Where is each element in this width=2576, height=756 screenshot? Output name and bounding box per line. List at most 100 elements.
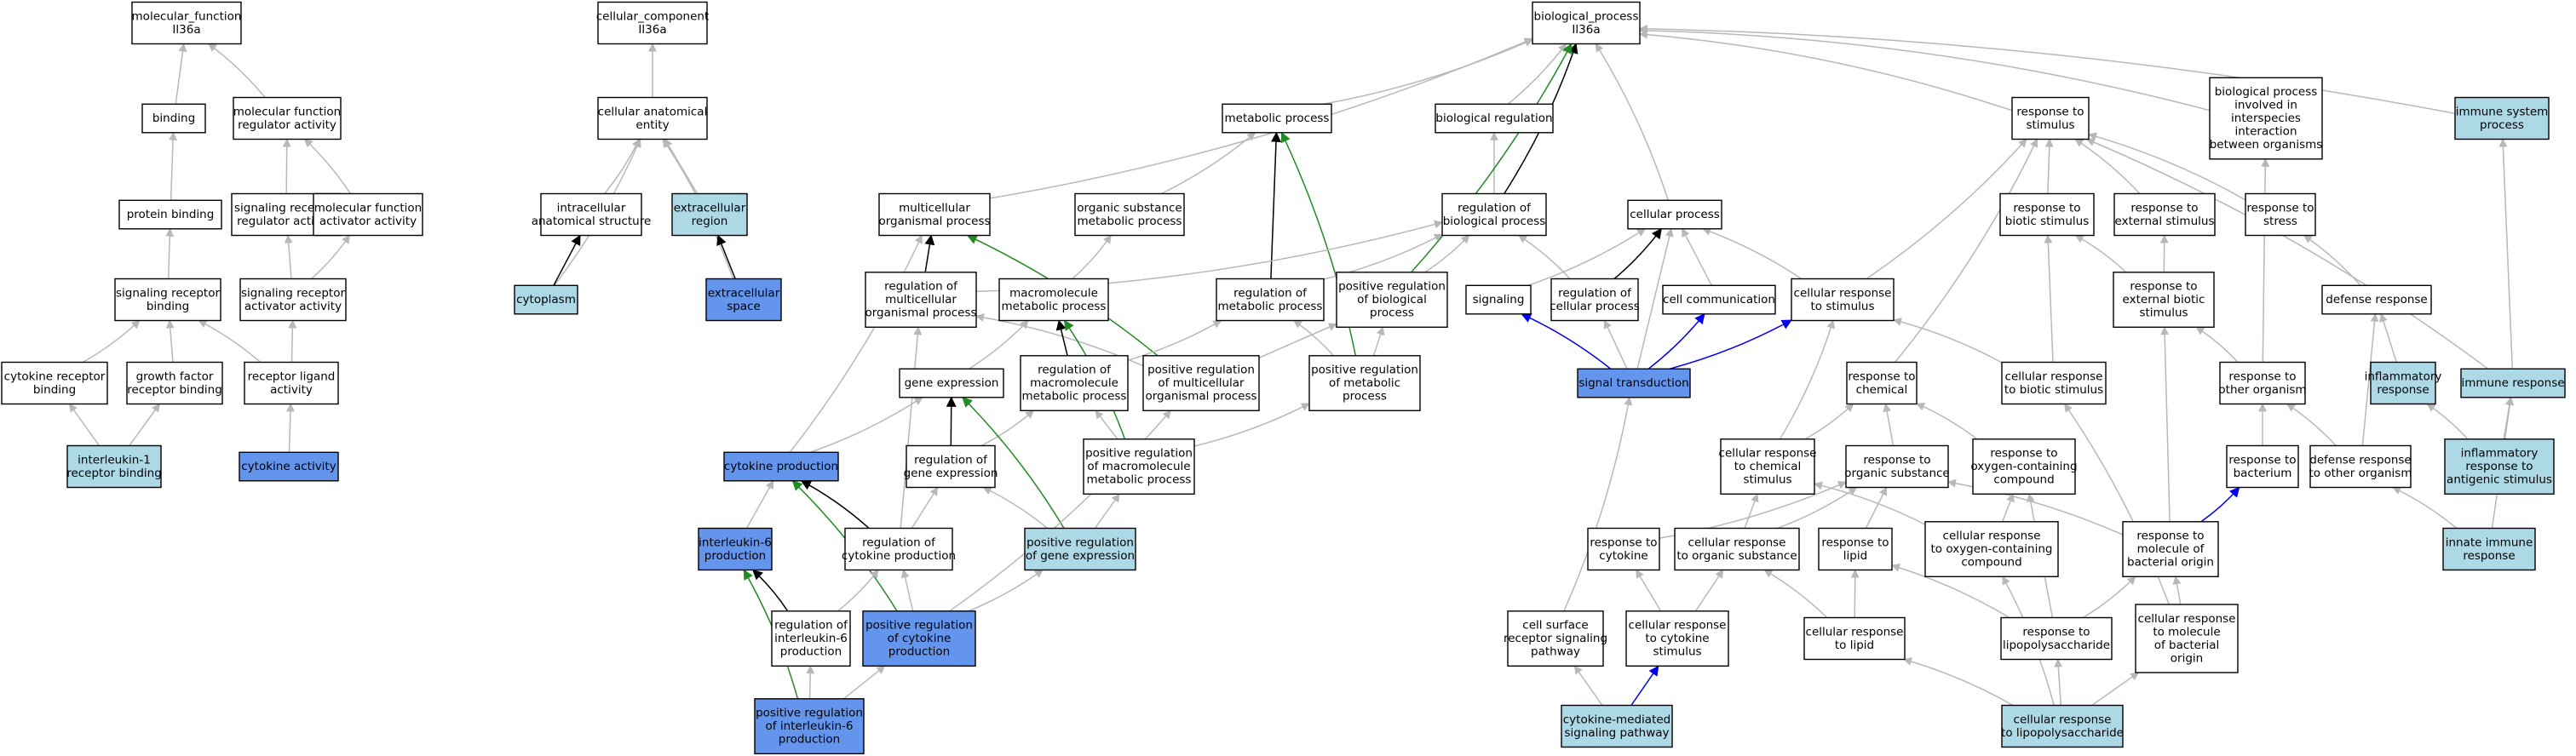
edge-cros-to-crchem bbox=[1744, 493, 1759, 529]
node-box bbox=[2444, 438, 2555, 495]
node-box bbox=[2122, 521, 2219, 577]
node-label-line: space bbox=[727, 300, 761, 313]
node-label-line: to chemical bbox=[1734, 460, 1801, 473]
node-box bbox=[1020, 355, 1129, 411]
edge-cytoplasm-to-ias bbox=[553, 234, 581, 286]
node-label-line: regulator activity bbox=[238, 118, 336, 132]
node-label-line: positive regulation bbox=[865, 619, 973, 633]
edge-regcytprod-to-cytprod bbox=[800, 480, 870, 530]
edge-mf_reg-to-mf_root bbox=[207, 43, 266, 98]
node-label-line: to stimulus bbox=[1811, 300, 1875, 313]
node-label-line: response to bbox=[1590, 536, 1657, 549]
edge-crchem-to-rchem bbox=[1804, 403, 1854, 440]
node-box bbox=[2309, 444, 2412, 489]
node-box bbox=[141, 103, 206, 134]
node-label-line: cell surface bbox=[1522, 619, 1588, 633]
node-label-line: binding bbox=[33, 383, 76, 397]
edge-rbs-to-resp_stim bbox=[2044, 138, 2054, 194]
edge-binding-to-mf_root bbox=[175, 43, 187, 105]
go-term-node-cytprod: cytokine production bbox=[723, 451, 839, 482]
edge-signaling-to-cellproc bbox=[1527, 228, 1647, 287]
node-label-line: positive regulation bbox=[756, 707, 863, 720]
edge-crlipid-to-cros bbox=[1763, 569, 1828, 619]
node-label-line: origin bbox=[2171, 651, 2203, 665]
node-label-line: receptor ligand bbox=[248, 369, 336, 383]
node-box bbox=[754, 698, 865, 754]
node-label-line: cellular anatomical bbox=[598, 105, 708, 118]
edge-posregmp-to-regmp bbox=[1292, 319, 1335, 357]
node-label-line: metabolic process bbox=[1218, 300, 1323, 313]
edge-il1rb-to-gfrb bbox=[129, 403, 160, 446]
edge-posregbp-to-regbp bbox=[1424, 234, 1470, 273]
edge-posregcytprod-to-regcytprod bbox=[900, 569, 914, 611]
edge-crbs-to-rbs bbox=[2044, 234, 2054, 363]
node-label-line: stress bbox=[2263, 215, 2297, 228]
node-label-line: cellular response bbox=[1688, 536, 1786, 549]
node-label-line: signal transduction bbox=[1578, 376, 1688, 390]
node-box bbox=[2370, 361, 2436, 405]
go-term-node-immresp: immune response bbox=[2460, 368, 2566, 398]
node-box bbox=[1308, 355, 1421, 411]
edge-regcytprod-to-regmop bbox=[900, 326, 923, 529]
node-label-line: to lipid bbox=[1835, 639, 1874, 652]
node-label-line: of interleukin-6 bbox=[766, 719, 854, 733]
node-label-line: cytokine-mediated bbox=[1563, 713, 1670, 726]
edge-sigtrans-to-cellproc bbox=[1636, 227, 1674, 369]
node-label-line: metabolic process bbox=[1022, 390, 1127, 404]
edge-crchem-to-crs bbox=[1779, 319, 1836, 440]
node-label-line: pathway bbox=[1531, 645, 1580, 659]
edge-rla-to-sraa bbox=[288, 319, 297, 363]
edge-sigtrans-to-crs bbox=[1669, 319, 1792, 370]
edge-cmsp-to-crcs bbox=[1630, 665, 1659, 706]
node-box bbox=[597, 1, 708, 45]
node-label-line: molecular function bbox=[233, 105, 341, 118]
node-label-line: cytoplasm bbox=[516, 293, 576, 306]
node-label-line: response to bbox=[2465, 460, 2533, 473]
edge-innimm-to-dro bbox=[2392, 486, 2458, 530]
go-term-node-bioreg: biological regulation bbox=[1435, 103, 1554, 134]
edge-res-to-resp_stim bbox=[2074, 138, 2141, 195]
node-label-line: of bacterial bbox=[2154, 639, 2220, 652]
node-label-line: multicellular bbox=[899, 201, 970, 215]
edge-sigtrans-to-regcp bbox=[1603, 319, 1628, 369]
node-label-line: positive regulation bbox=[1026, 536, 1134, 549]
node-box bbox=[1972, 438, 2076, 495]
edge-ias-to-cae bbox=[604, 138, 641, 194]
node-label-line: external biotic bbox=[2123, 293, 2205, 306]
edge-rother-to-rebs bbox=[2195, 326, 2239, 364]
node-label-line: activity bbox=[270, 383, 313, 397]
node-box bbox=[1550, 278, 1639, 322]
node-label-line: to molecule bbox=[2153, 625, 2220, 639]
node-box bbox=[1720, 438, 1815, 495]
node-label-line: stimulus bbox=[1653, 645, 1701, 659]
edge-sigtrans-to-cellcomm bbox=[1647, 313, 1705, 369]
node-label-line: inflammatory bbox=[2365, 369, 2442, 383]
node-label-line: cytokine production bbox=[724, 460, 838, 473]
edge-mmp-to-osmp bbox=[1072, 234, 1112, 280]
node-box bbox=[998, 278, 1109, 322]
node-box bbox=[1924, 521, 2059, 577]
node-box bbox=[1074, 192, 1185, 237]
node-label-line: cytokine receptor bbox=[4, 369, 106, 383]
node-label-line: multicellular bbox=[885, 293, 957, 306]
edge-rlps-to-rmbo bbox=[2082, 576, 2136, 619]
node-label-line: of multicellular bbox=[1158, 376, 1245, 390]
